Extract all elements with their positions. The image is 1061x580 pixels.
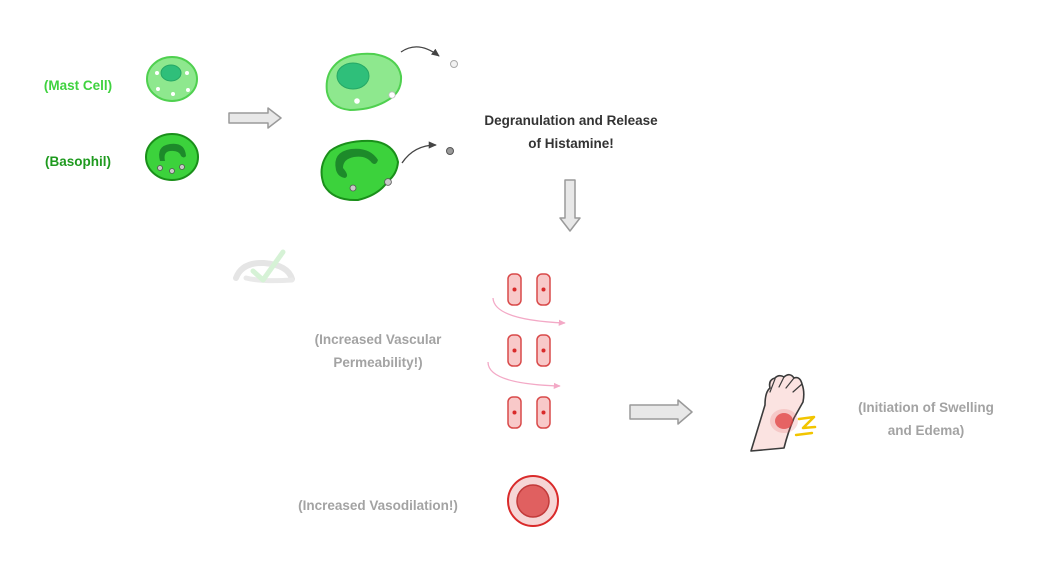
degranulation-line-1: Degranulation and Release xyxy=(484,113,658,128)
arrow-to-degranulation xyxy=(228,107,282,129)
basophil-label: (Basophil) xyxy=(28,150,128,173)
mast-cell-resting xyxy=(146,56,198,102)
arrow-down xyxy=(559,179,581,232)
permeability-line-1: (Increased Vascular xyxy=(314,332,442,347)
leak-arrow-1 xyxy=(492,297,566,326)
vasodilation-label-text: (Increased Vasodilation!) xyxy=(298,498,458,513)
basophil-degranulating xyxy=(320,139,454,202)
basophil-resting xyxy=(145,133,199,181)
endothelial-row-1 xyxy=(507,273,551,306)
vasodilation-label: (Increased Vasodilation!) xyxy=(280,494,476,517)
mast-cell-label-text: (Mast Cell) xyxy=(43,78,113,93)
mast-cell-label: (Mast Cell) xyxy=(28,74,128,97)
mast-cell-degranulating xyxy=(325,46,458,112)
swelling-label: (Initiation of Swelling and Edema) xyxy=(838,396,1014,442)
basophil-label-text: (Basophil) xyxy=(45,154,111,169)
leak-arrow-2 xyxy=(487,361,561,389)
degranulation-line-2: of Histamine! xyxy=(528,136,614,151)
swollen-arm-icon xyxy=(750,373,805,452)
endothelial-cells xyxy=(507,273,551,429)
faded-check-icon xyxy=(233,249,295,284)
swelling-line-1: (Initiation of Swelling xyxy=(858,400,994,415)
endothelial-row-3 xyxy=(507,396,551,429)
endothelial-row-2 xyxy=(507,334,551,367)
dilated-vessel-icon xyxy=(507,475,559,527)
permeability-label: (Increased Vascular Permeability!) xyxy=(296,328,460,374)
lightning-pain-icon xyxy=(794,415,817,437)
arrow-to-swelling xyxy=(629,399,693,425)
permeability-line-2: Permeability!) xyxy=(333,355,423,370)
degranulation-label: Degranulation and Release of Histamine! xyxy=(462,109,680,155)
swelling-line-2: and Edema) xyxy=(887,423,965,438)
